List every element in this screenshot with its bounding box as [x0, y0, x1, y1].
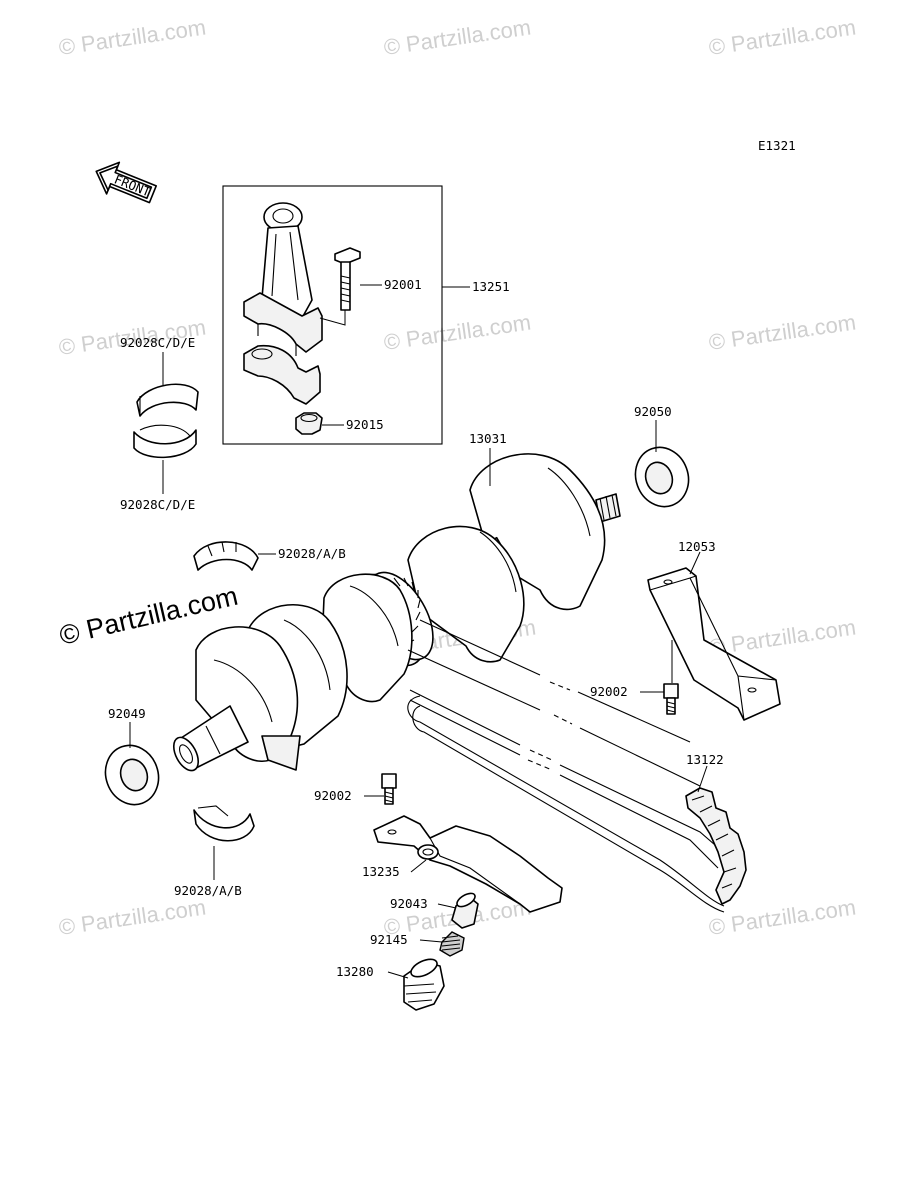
assembly-box	[222, 185, 443, 445]
watermark: © Partzilla.com	[707, 615, 857, 660]
connecting-rod-icon	[243, 202, 323, 356]
cam-chain-icon	[407, 619, 747, 913]
watermark: © Partzilla.com	[57, 895, 207, 940]
crankshaft-icon	[172, 453, 621, 772]
part-label-92002-left: 92002	[314, 788, 352, 803]
part-label-92145: 92145	[370, 932, 408, 947]
part-label-13235: 13235	[362, 864, 400, 879]
part-label-92043: 92043	[390, 896, 428, 911]
oil-seal-right-icon	[634, 446, 690, 508]
tensioner-spring-icon	[439, 931, 465, 957]
tensioner-bolt-plug-icon	[403, 958, 445, 1011]
part-label-13280: 13280	[336, 964, 374, 979]
part-label-13122: 13122	[686, 752, 724, 767]
tensioner-bolt-icon	[381, 773, 397, 805]
part-label-12053: 12053	[678, 539, 716, 554]
part-label-13251: 13251	[472, 279, 510, 294]
watermark: © Partzilla.com	[707, 310, 857, 355]
part-label-92001: 92001	[384, 277, 422, 292]
front-arrow-icon: FRONT	[95, 161, 157, 204]
watermark: © Partzilla.com	[707, 15, 857, 60]
diagram-code: E1321	[758, 138, 796, 153]
rod-bolt-icon	[319, 247, 361, 326]
part-label-92050: 92050	[634, 404, 672, 419]
leader-line	[410, 859, 427, 873]
part-label-92002-right: 92002	[590, 684, 628, 699]
main-bearing-lower-icon	[193, 805, 255, 842]
watermark: © Partzilla.com	[707, 895, 857, 940]
connecting-rod-assembly: 13251 92001 92015	[222, 185, 510, 445]
conrod-bearing-upper-icon	[136, 383, 199, 417]
watermark-layer: © Partzilla.com © Partzilla.com © Partzi…	[57, 15, 858, 940]
watermark: © Partzilla.com	[382, 15, 532, 60]
leader-line	[387, 971, 409, 979]
leader-line	[697, 765, 708, 793]
tensioner-arm-icon	[373, 815, 563, 913]
conrod-bearing-lower-icon	[133, 424, 197, 459]
rod-cap-icon	[243, 344, 321, 405]
part-label-92015: 92015	[346, 417, 384, 432]
part-label-92049: 92049	[108, 706, 146, 721]
guide-bolt-icon	[663, 683, 679, 715]
part-label-92028cde-bottom: 92028C/D/E	[120, 497, 195, 512]
main-bearing-upper-icon	[193, 541, 259, 571]
oil-seal-left-icon	[104, 744, 160, 806]
part-label-92028ab-top: 92028/A/B	[278, 546, 346, 561]
watermark: © Partzilla.com	[57, 15, 207, 60]
rod-nut-icon	[295, 412, 323, 435]
watermark: © Partzilla.com	[382, 310, 532, 355]
tensioner-pin-icon	[451, 892, 479, 929]
part-label-92028cde-top: 92028C/D/E	[120, 335, 195, 350]
chain-guide-icon	[647, 567, 781, 721]
leader-line	[689, 551, 701, 575]
leader-line	[437, 903, 457, 909]
part-label-13031: 13031	[469, 431, 507, 446]
leader-line	[419, 939, 443, 943]
part-label-92028ab-bottom: 92028/A/B	[174, 883, 242, 898]
